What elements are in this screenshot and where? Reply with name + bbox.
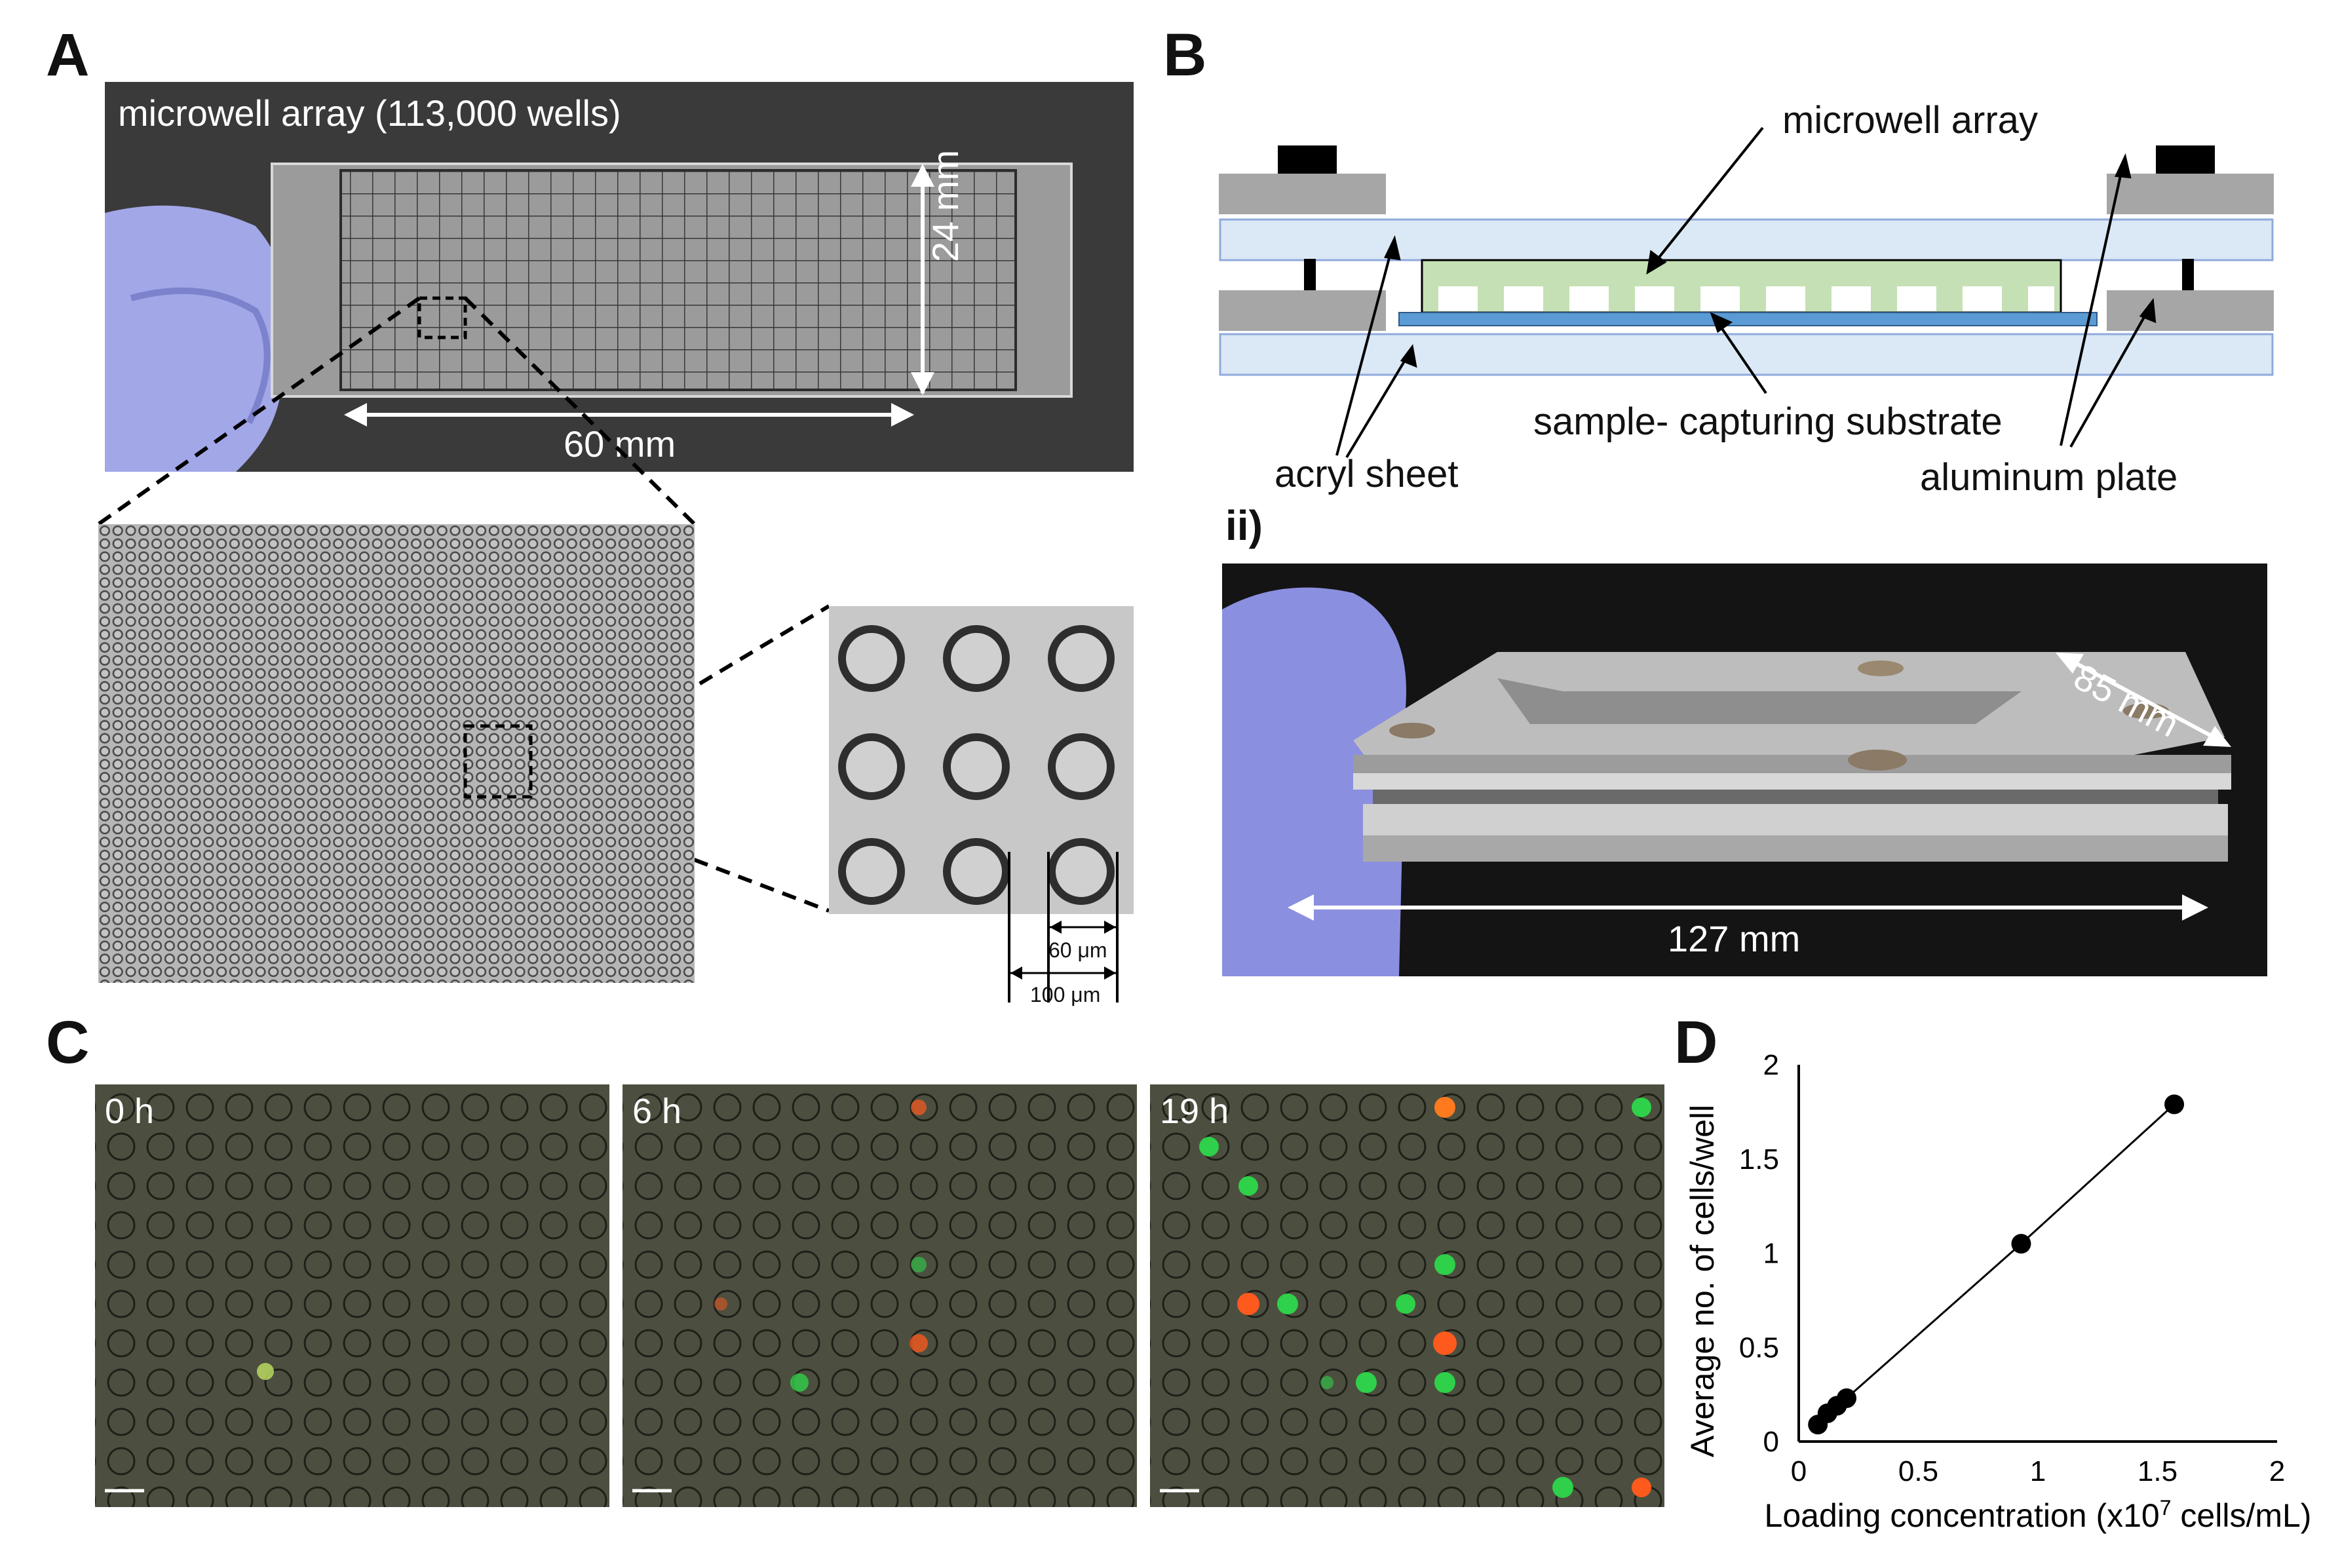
y-tick-label: 0.5 (1739, 1331, 1779, 1364)
data-point (2164, 1094, 2185, 1115)
x-tick-label: 0.5 (1898, 1455, 1938, 1487)
label-aluminum-plate: aluminum plate (1920, 456, 2178, 499)
device-photo (1222, 564, 2267, 976)
y-tick-label: 1.5 (1739, 1143, 1779, 1176)
slide-caption: microwell array (113,000 wells) (118, 92, 621, 134)
well-scale-bars (1008, 852, 1119, 1003)
label-acryl-sheet: acryl sheet (1275, 453, 1459, 495)
y-axis-title: Average no. of cells/well (1684, 1105, 1721, 1457)
fluorescence-image-19h (1150, 1084, 1664, 1507)
y-tick-label: 1 (1763, 1238, 1779, 1270)
timepoint-label-6h: 6 h (632, 1092, 682, 1131)
x-tick-label: 1 (2030, 1455, 2046, 1487)
x-axis-title-exponent: 7 (2160, 1496, 2172, 1520)
device-cross-section-diagram (1219, 145, 2274, 376)
width-dimension-label: 60 mm (564, 423, 676, 465)
scatter-chart: Average no. of cells/well Loading concen… (1684, 1049, 2312, 1534)
x-tick-label: 2 (2269, 1455, 2285, 1487)
x-axis-title-units: cells/mL) (2172, 1497, 2312, 1534)
device-width-label: 127 mm (1668, 918, 1801, 959)
panel-label-a: A (46, 22, 90, 88)
subpanel-label-ii: ii) (1225, 502, 1263, 549)
timepoint-label-19h: 19 h (1160, 1092, 1229, 1131)
x-tick-label: 0 (1791, 1455, 1807, 1487)
panel-label-c: C (46, 1009, 90, 1076)
microwell-slide-photo (105, 82, 1134, 472)
microwell-micrograph (98, 524, 695, 983)
panel-label-d: D (1674, 1009, 1718, 1076)
data-point (2011, 1234, 2031, 1254)
timepoint-label-0h: 0 h (105, 1092, 155, 1131)
x-axis-title: Loading concentration (x107 cells/mL) (1765, 1496, 2312, 1534)
y-tick-label: 2 (1763, 1049, 1779, 1081)
label-sample-substrate: sample- capturing substrate (1533, 400, 2003, 443)
x-tick-label: 1.5 (2138, 1455, 2177, 1487)
trendline (1817, 1103, 2176, 1426)
x-axis-title-text: Loading concentration (x10 (1765, 1497, 2160, 1534)
label-microwell-array: microwell array (1782, 99, 2038, 142)
well-diameter-label: 60 μm (1048, 938, 1107, 962)
fluorescence-image-0h (95, 1084, 609, 1507)
y-tick-label: 0 (1763, 1426, 1779, 1458)
panel-label-b: B (1163, 22, 1207, 88)
well-pitch-label: 100 μm (1030, 983, 1101, 1006)
data-point (1837, 1388, 1856, 1408)
zoomed-wells (829, 606, 1134, 914)
fluorescence-image-6h (623, 1084, 1137, 1507)
